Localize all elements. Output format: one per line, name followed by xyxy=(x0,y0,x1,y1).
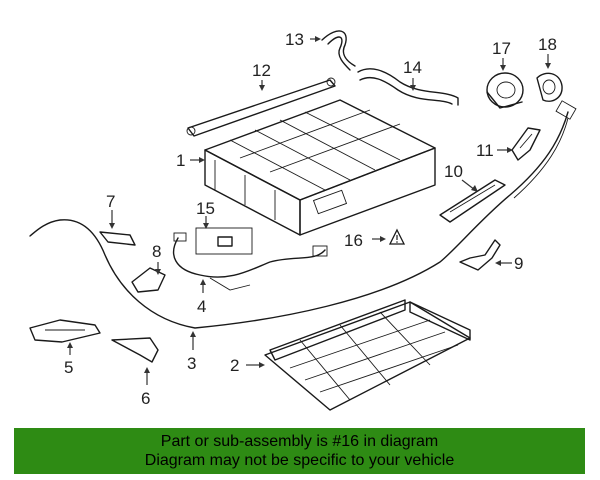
callout-11: 11 xyxy=(476,141,494,160)
warning-triangle-icon xyxy=(388,228,406,245)
harness-part-4-drawing xyxy=(173,232,328,291)
plate-part-5-drawing xyxy=(29,319,101,343)
bracket-part-10-drawing xyxy=(439,179,506,223)
bracket-part-6-drawing xyxy=(111,337,159,363)
callout-4: 4 xyxy=(197,297,206,316)
callout-1: 1 xyxy=(176,151,185,170)
bracket-part-9-drawing xyxy=(459,239,501,271)
callout-12: 12 xyxy=(252,61,271,80)
bracket-part-11-drawing xyxy=(511,127,541,161)
tray-part-2-drawing xyxy=(264,299,471,411)
callout-15: 15 xyxy=(196,199,215,218)
callout-5: 5 xyxy=(64,358,73,377)
cover-part-18-drawing xyxy=(536,72,563,102)
callout-3: 3 xyxy=(187,354,196,373)
parts-diagram: 1 2 3 4 5 6 7 8 9 10 11 12 13 14 15 16 1… xyxy=(29,30,577,411)
callout-17: 17 xyxy=(492,39,511,58)
callout-16: 16 xyxy=(344,231,363,250)
info-banner: Part or sub-assembly is #16 in diagram D… xyxy=(14,428,585,474)
duct-part-14-drawing xyxy=(357,68,459,106)
callout-leaders xyxy=(67,36,551,385)
callout-9: 9 xyxy=(514,254,523,273)
label-part-15-drawing xyxy=(195,227,253,255)
bracket-part-8-drawing xyxy=(131,267,166,293)
callout-10: 10 xyxy=(444,162,463,181)
callout-7: 7 xyxy=(106,192,115,211)
bar-part-12-drawing xyxy=(186,77,336,137)
callout-14: 14 xyxy=(403,58,422,77)
callout-8: 8 xyxy=(152,242,161,261)
bracket-part-7-drawing xyxy=(99,231,136,246)
banner-line-2: Diagram may not be specific to your vehi… xyxy=(144,452,455,469)
callout-labels: 1 2 3 4 5 6 7 8 9 10 11 12 13 14 15 16 1… xyxy=(64,30,557,408)
callout-13: 13 xyxy=(285,30,304,49)
battery-pack-drawing xyxy=(204,99,436,236)
cable-harness-drawing xyxy=(29,100,577,329)
callout-2: 2 xyxy=(230,356,239,375)
callout-18: 18 xyxy=(538,35,557,54)
hose-part-13-drawing xyxy=(321,30,356,71)
callout-6: 6 xyxy=(141,389,150,408)
cover-part-17-drawing xyxy=(486,72,524,109)
banner-line-1: Part or sub-assembly is #16 in diagram xyxy=(160,433,439,450)
